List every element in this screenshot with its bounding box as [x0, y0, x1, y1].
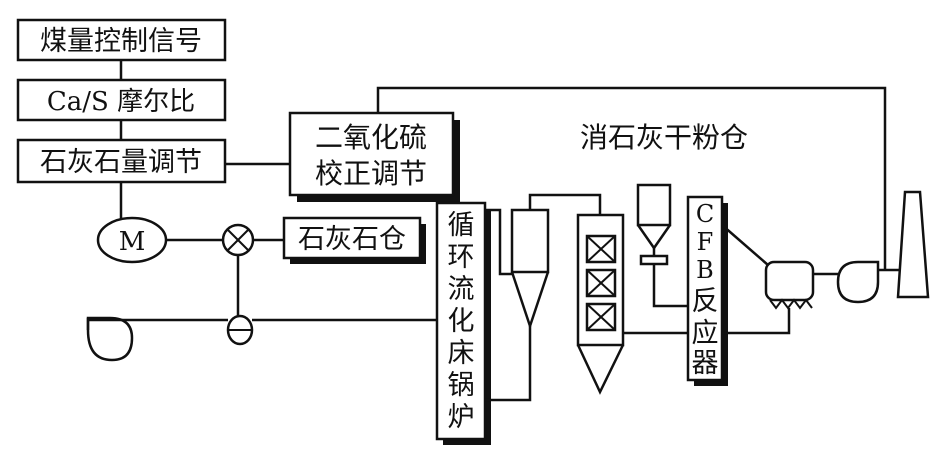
rotary-valve-icon: [221, 223, 255, 257]
so2-feedback-line: [376, 86, 887, 270]
boiler-char-7: 炉: [448, 402, 475, 433]
limestone-silo-box: 石灰石仓: [282, 216, 426, 264]
boiler-char-6: 锅: [448, 370, 475, 401]
lime-silo: [636, 183, 688, 308]
link-boiler-to-cyclone-inlet: [485, 208, 512, 276]
cyclone-separator: [510, 208, 550, 330]
motor: M: [96, 216, 168, 264]
reactor-char-3: B: [696, 256, 714, 284]
reactor-char-1: C: [696, 200, 714, 228]
limestone-adjust-box: 石灰石量调节: [16, 138, 227, 184]
so2-correction-line1: 二氧化硫: [315, 121, 427, 154]
filter-block-2-icon: [585, 268, 617, 298]
boiler-char-4: 化: [448, 306, 475, 337]
limestone-silo-label: 石灰石仓: [298, 224, 406, 255]
feeder-icon: [226, 314, 254, 346]
filter-block-1-icon: [585, 234, 617, 264]
link-cyclone-return: [485, 326, 532, 402]
boiler-char-2: 环: [448, 242, 475, 273]
ca-s-ratio-box: Ca/S 摩尔比: [16, 78, 227, 122]
link-cyclone-to-filter: [528, 193, 602, 215]
link-bagfilter-return: [722, 308, 791, 335]
cfb-boiler: 循 环 流 化 床 锅 炉: [435, 201, 491, 445]
coal-control-signal-box: 煤量控制信号: [16, 18, 227, 62]
reactor-char-2: F: [697, 228, 714, 256]
bag-filter: [764, 260, 815, 310]
filter-block-3-icon: [585, 302, 617, 332]
lime-silo-label: 消石灰干粉仓: [580, 121, 748, 154]
left-blower-icon: [86, 316, 134, 362]
coal-control-signal-label: 煤量控制信号: [40, 26, 202, 57]
link-reactor-to-bagfilter: [721, 224, 769, 266]
so2-correction-line2: 校正调节: [315, 157, 427, 190]
boiler-char-3: 流: [448, 274, 475, 305]
so2-correction-box: 二氧化硫 校正调节: [288, 111, 460, 202]
cfb-reactor: C F B 反 应 器: [686, 195, 728, 386]
reactor-char-4: 反: [692, 286, 719, 317]
reactor-char-5: 应: [692, 318, 719, 349]
motor-label: M: [119, 227, 146, 257]
pre-filter-unit: [576, 213, 625, 395]
ca-s-ratio-label: Ca/S 摩尔比: [47, 87, 195, 117]
stack-chimney: [896, 190, 930, 299]
id-fan-icon: [836, 260, 880, 304]
boiler-char-5: 床: [448, 338, 475, 369]
reactor-char-6: 器: [692, 348, 719, 379]
limestone-adjust-label: 石灰石量调节: [40, 147, 202, 178]
boiler-char-1: 循: [448, 210, 475, 241]
